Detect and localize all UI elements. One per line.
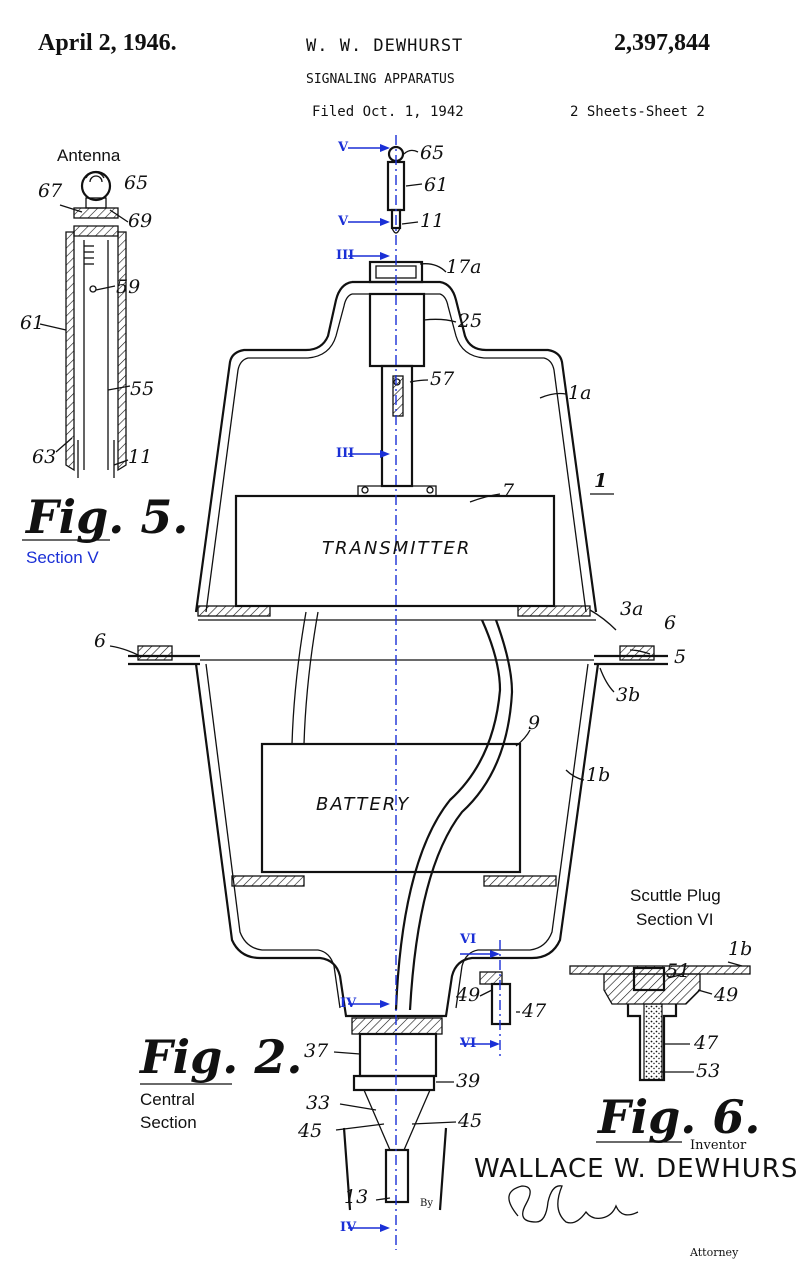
fig5-ref: 11 bbox=[128, 446, 153, 468]
section-marks bbox=[348, 144, 501, 1232]
fig6-ref: 53 bbox=[696, 1060, 721, 1082]
fig2-ref-13: 13 bbox=[344, 1186, 369, 1208]
filed-date: Filed Oct. 1, 1942 bbox=[312, 104, 464, 120]
fig2-ref-57: 57 bbox=[430, 368, 455, 390]
section-mark-v: V bbox=[338, 214, 349, 229]
fig6-label: Fig. 6. bbox=[598, 1090, 761, 1144]
fig2-ref-5: 5 bbox=[674, 646, 687, 668]
section-mark-iii: III bbox=[336, 446, 355, 461]
fig2-housing bbox=[128, 145, 668, 1211]
fig2-ref-47: 47 bbox=[522, 1000, 547, 1022]
fig2-caption-line2: Section bbox=[140, 1113, 197, 1132]
fig2-label: Fig. 2. bbox=[140, 1030, 303, 1084]
fig5-ref: 61 bbox=[20, 312, 45, 334]
inventor-header: W. W. DEWHURST bbox=[306, 36, 464, 56]
fig2-ref-3b: 3b bbox=[616, 684, 641, 706]
fig5-ref: 59 bbox=[116, 276, 141, 298]
fig5-ref: 67 bbox=[38, 180, 63, 202]
fig2-ref-45-right: 45 bbox=[458, 1110, 483, 1132]
fig2-ref-1: 1 bbox=[594, 470, 608, 492]
fig5-ref: 63 bbox=[32, 446, 57, 468]
fig2-ref-49: 49 bbox=[456, 984, 481, 1006]
attorney-label: Attorney bbox=[690, 1246, 739, 1259]
sheet-number: 2 Sheets-Sheet 2 bbox=[570, 104, 705, 120]
fig2-ref-45-left: 45 bbox=[298, 1120, 323, 1142]
fig5-label: Fig. 5. bbox=[26, 490, 189, 544]
section-mark-iv: IV bbox=[340, 996, 357, 1011]
section-mark-vi: VI bbox=[460, 1036, 477, 1051]
section-mark-iv: IV bbox=[340, 1220, 357, 1235]
fig5-caption-top: Antenna bbox=[57, 146, 121, 165]
patent-date: April 2, 1946. bbox=[38, 30, 177, 56]
battery-label: BATTERY bbox=[316, 794, 411, 815]
section-mark-v: V bbox=[338, 140, 349, 155]
fig2-ref-65: 65 bbox=[420, 142, 445, 164]
fig2-ref-6-left: 6 bbox=[94, 630, 107, 652]
fig6-caption-line1: Scuttle Plug bbox=[630, 886, 721, 905]
fig2-caption-line1: Central bbox=[140, 1090, 195, 1109]
inventor-label: Inventor bbox=[690, 1138, 747, 1153]
patent-number: 2,397,844 bbox=[614, 30, 710, 56]
fig5-ref: 65 bbox=[124, 172, 149, 194]
fig6-scuttle-plug bbox=[569, 961, 751, 1082]
fig6-ref: 47 bbox=[694, 1032, 719, 1054]
fig2-ref-61: 61 bbox=[424, 174, 449, 196]
fig5-ref: 69 bbox=[128, 210, 153, 232]
fig2-ref-25: 25 bbox=[458, 310, 483, 332]
fig2-ref-6-right: 6 bbox=[664, 612, 677, 634]
fig2-leaders bbox=[109, 149, 651, 1201]
transmitter-label: TRANSMITTER bbox=[322, 538, 472, 559]
fig2-ref-17a: 17a bbox=[446, 256, 482, 278]
patent-title: SIGNALING APPARATUS bbox=[306, 72, 455, 87]
fig6-ref: 1b bbox=[728, 938, 753, 960]
fig6-ref: 49 bbox=[714, 984, 739, 1006]
fig2-ref-1b: 1b bbox=[586, 764, 611, 786]
section-mark-vi: VI bbox=[460, 932, 477, 947]
fig2-ref-33: 33 bbox=[306, 1092, 331, 1114]
section-mark-iii: III bbox=[336, 248, 355, 263]
fig5-antenna-section bbox=[39, 170, 131, 478]
fig2-ref-37: 37 bbox=[304, 1040, 329, 1062]
fig2-ref-1a: 1a bbox=[568, 382, 592, 404]
fig2-ref-11: 11 bbox=[420, 210, 445, 232]
fig2-ref-9: 9 bbox=[528, 712, 541, 734]
fig6-ref: 51 bbox=[666, 960, 691, 982]
fig5-caption-bottom: Section V bbox=[26, 548, 99, 567]
fig6-caption-line2: Section VI bbox=[636, 910, 714, 929]
fig2-ref-39: 39 bbox=[456, 1070, 481, 1092]
fig2-ref-3a: 3a bbox=[620, 598, 644, 620]
fig2-ref-7: 7 bbox=[502, 480, 515, 502]
by-label: By bbox=[420, 1198, 433, 1209]
fig5-ref: 55 bbox=[130, 378, 155, 400]
inventor-name: WALLACE W. DEWHURST bbox=[474, 1154, 797, 1184]
